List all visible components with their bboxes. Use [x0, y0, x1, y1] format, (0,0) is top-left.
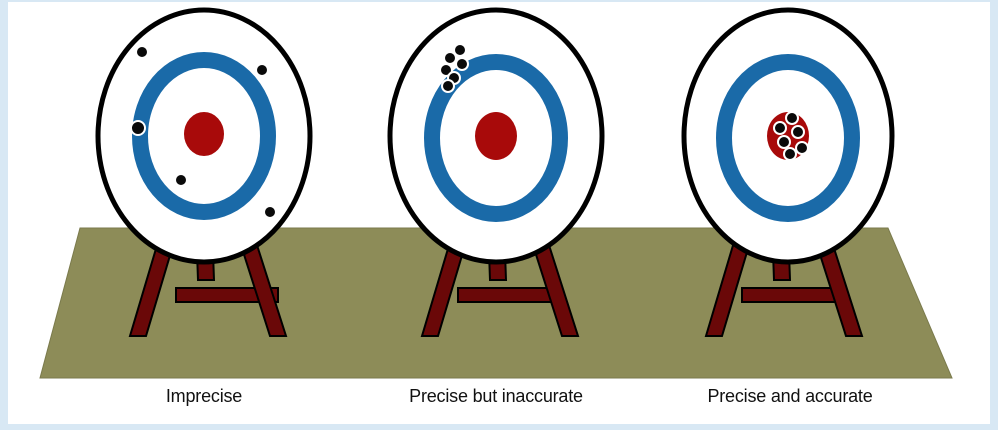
caption-precise-accurate: Precise and accurate [707, 386, 872, 407]
caption-precise-inaccurate: Precise but inaccurate [409, 386, 583, 407]
shot-hole [778, 136, 790, 148]
bullseye-imprecise [184, 112, 224, 156]
shot-hole [131, 121, 145, 135]
shot-hole [784, 148, 796, 160]
shot-hole [792, 126, 804, 138]
shot-hole [442, 80, 454, 92]
caption-imprecise: Imprecise [166, 386, 242, 407]
shot-hole [264, 206, 276, 218]
target-scene [8, 2, 990, 424]
bullseye-precise-inaccurate [475, 112, 517, 160]
shot-hole [136, 46, 148, 58]
shot-hole [774, 122, 786, 134]
shot-hole [796, 142, 808, 154]
figure-panel: Imprecise Precise but inaccurate Precise… [8, 2, 990, 424]
shot-hole [454, 44, 466, 56]
shot-hole [456, 58, 468, 70]
shot-hole [256, 64, 268, 76]
shot-hole [786, 112, 798, 124]
shot-hole [175, 174, 187, 186]
